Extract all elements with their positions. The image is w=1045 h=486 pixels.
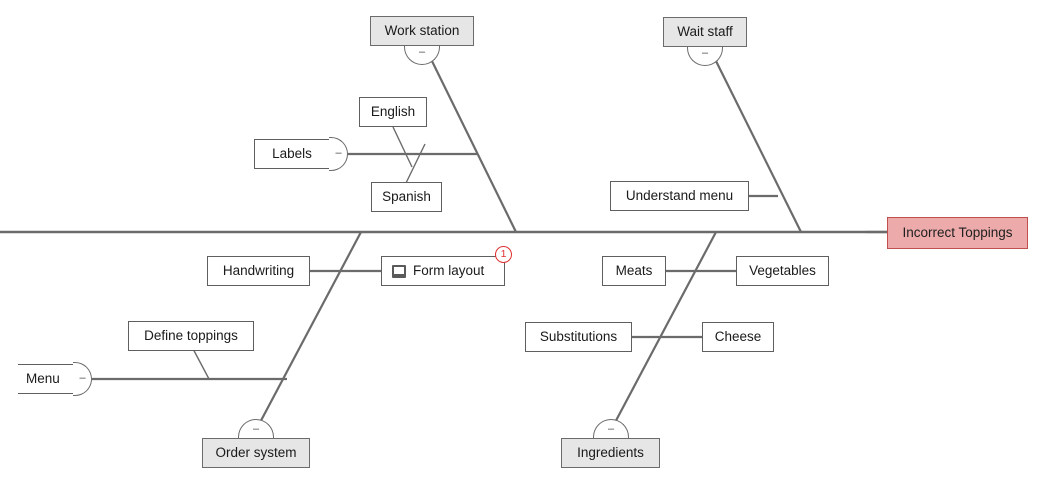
collapse-glyph: – bbox=[701, 47, 709, 59]
cause-node-handwriting[interactable]: Handwriting bbox=[207, 256, 310, 286]
bone-work-station bbox=[428, 54, 517, 233]
category-node-work-station[interactable]: Work station bbox=[370, 16, 474, 46]
cause-label: Menu bbox=[26, 371, 60, 387]
cause-node-substitutions[interactable]: Substitutions bbox=[525, 322, 632, 352]
cause-node-understand-menu[interactable]: Understand menu bbox=[610, 181, 749, 211]
cause-label: Define toppings bbox=[144, 328, 238, 344]
cause-label: Labels bbox=[272, 146, 312, 162]
collapse-handle-order-system[interactable]: – bbox=[238, 419, 274, 438]
problem-head-node[interactable]: Incorrect Toppings bbox=[887, 217, 1028, 249]
cause-label: Meats bbox=[615, 263, 653, 279]
collapse-glyph: – bbox=[607, 423, 615, 435]
badge-count: 1 bbox=[500, 248, 507, 261]
cause-node-cheese[interactable]: Cheese bbox=[702, 322, 774, 352]
category-node-wait-staff[interactable]: Wait staff bbox=[663, 17, 747, 47]
cause-label: Spanish bbox=[382, 189, 431, 205]
problem-label: Incorrect Toppings bbox=[902, 225, 1013, 241]
collapse-handle-work-station[interactable]: – bbox=[404, 46, 440, 65]
collapse-glyph: – bbox=[418, 46, 426, 58]
leader-english bbox=[392, 126, 413, 168]
cause-node-vegetables[interactable]: Vegetables bbox=[736, 256, 829, 286]
category-label: Wait staff bbox=[677, 24, 733, 40]
collapse-handle-menu[interactable]: – bbox=[73, 362, 92, 396]
cause-label: Cheese bbox=[714, 329, 762, 345]
cause-node-english[interactable]: English bbox=[359, 97, 427, 127]
cause-label: English bbox=[370, 104, 416, 120]
cause-node-menu[interactable]: Menu bbox=[18, 364, 74, 394]
collapse-glyph: – bbox=[252, 423, 260, 435]
leader-spanish bbox=[405, 143, 426, 184]
cause-node-spanish[interactable]: Spanish bbox=[371, 182, 442, 212]
cause-label: Handwriting bbox=[222, 263, 295, 279]
category-label: Work station bbox=[384, 23, 460, 39]
cause-label: Understand menu bbox=[625, 188, 734, 204]
category-label: Ingredients bbox=[577, 445, 644, 461]
collapse-glyph: – bbox=[335, 146, 342, 159]
category-label: Order system bbox=[215, 445, 297, 461]
collapse-handle-labels[interactable]: – bbox=[329, 137, 348, 171]
cause-label: Form layout bbox=[413, 263, 485, 279]
cause-label: Vegetables bbox=[749, 263, 816, 279]
cause-node-meats[interactable]: Meats bbox=[602, 256, 666, 286]
cause-node-form-layout[interactable]: Form layout bbox=[381, 256, 505, 286]
category-node-ingredients[interactable]: Ingredients bbox=[561, 438, 660, 468]
collapse-glyph: – bbox=[79, 371, 86, 384]
collapse-handle-wait-staff[interactable]: – bbox=[687, 47, 723, 66]
cause-label: Substitutions bbox=[539, 329, 618, 345]
category-node-order-system[interactable]: Order system bbox=[202, 438, 310, 468]
collapse-handle-ingredients[interactable]: – bbox=[593, 419, 629, 438]
cause-node-labels[interactable]: Labels bbox=[254, 139, 330, 169]
comment-count-badge[interactable]: 1 bbox=[495, 246, 512, 263]
cause-node-define-toppings[interactable]: Define toppings bbox=[128, 321, 254, 351]
note-icon bbox=[392, 264, 406, 278]
